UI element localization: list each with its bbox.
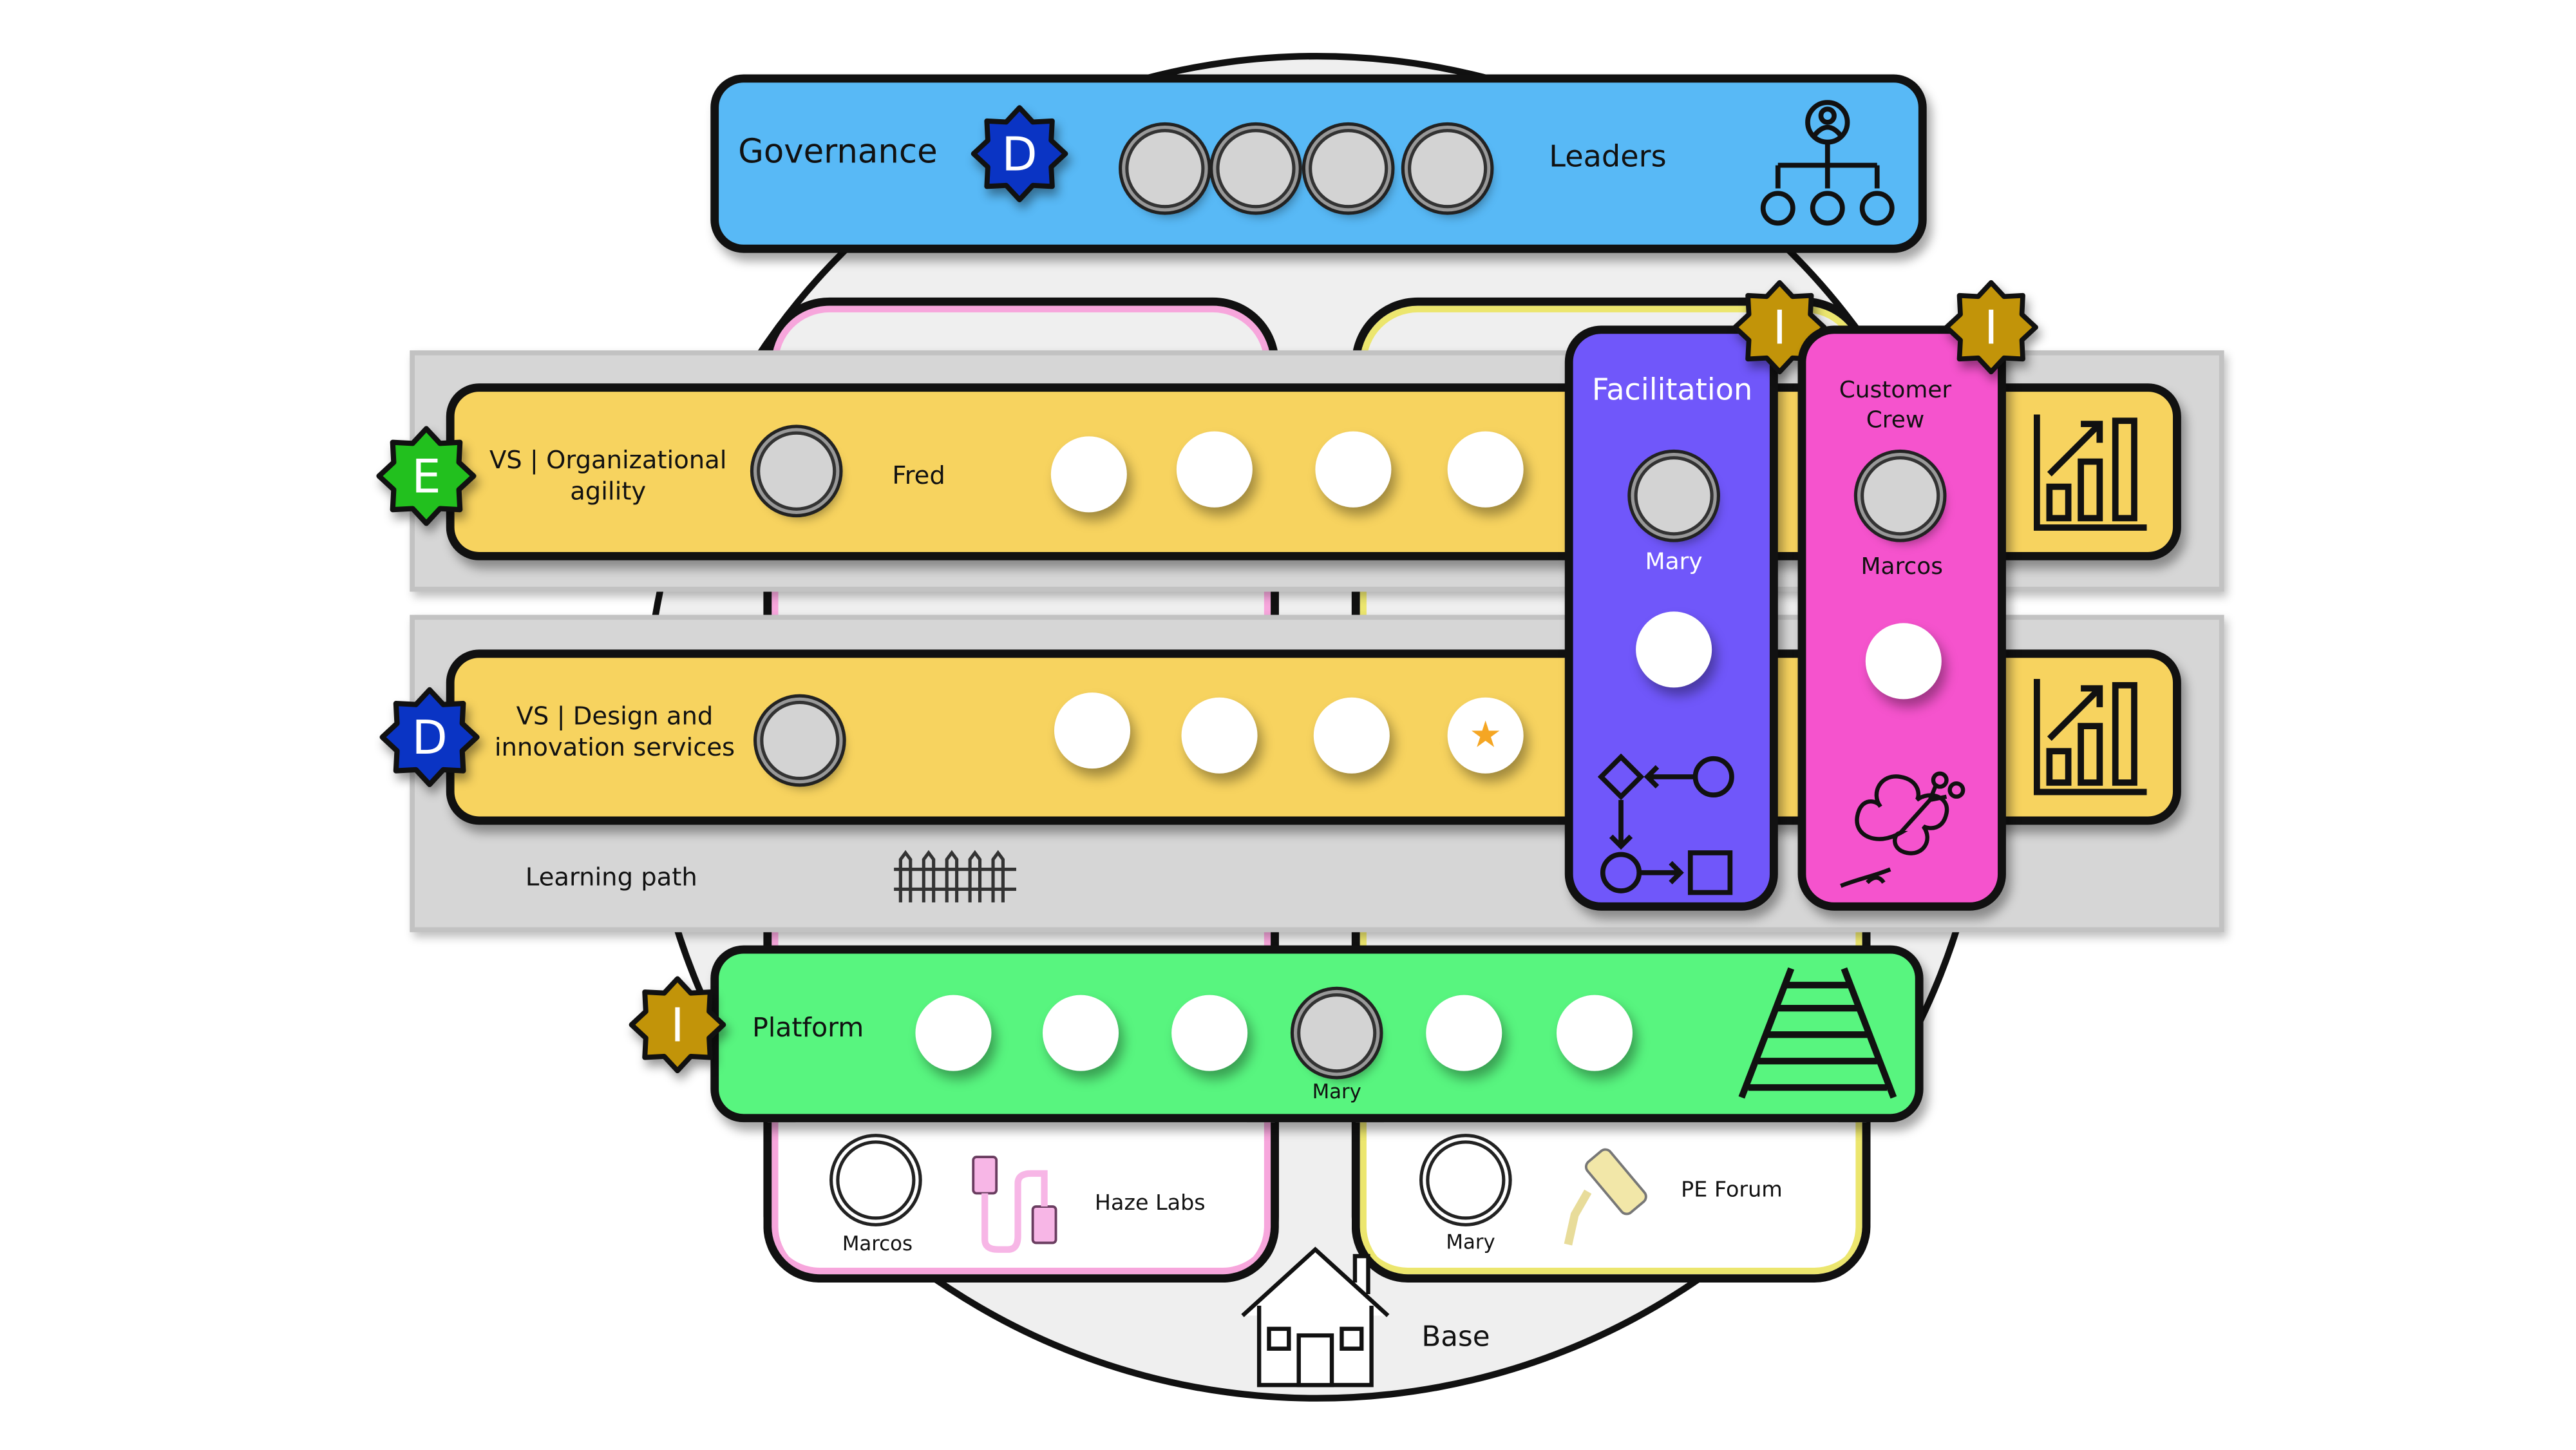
- open-slot[interactable]: [1181, 697, 1258, 774]
- value-stream-label: VS | Design and innovation services: [494, 701, 735, 762]
- member-avatar[interactable]: [1634, 456, 1714, 536]
- platform-label: Platform: [752, 1011, 864, 1044]
- lead-avatar[interactable]: [760, 700, 840, 781]
- member-name: Mary: [1645, 549, 1703, 576]
- member-avatar[interactable]: [836, 1140, 916, 1220]
- value-stream-label: VS | Organizational agility: [489, 444, 727, 506]
- bar-chart-growth-icon: [2027, 408, 2153, 534]
- customer-crew-badge: I: [1937, 272, 2045, 381]
- community-name: PE Forum: [1681, 1178, 1783, 1203]
- leader-avatar[interactable]: [1216, 129, 1296, 209]
- open-slot[interactable]: [915, 995, 992, 1071]
- learning-path-label: Learning path: [525, 862, 697, 892]
- governance-badge: D: [963, 97, 1075, 209]
- badge-letter: D: [1001, 126, 1037, 181]
- value-stream-badge: D: [372, 680, 488, 796]
- lead-name: Fred: [892, 460, 945, 491]
- open-slot[interactable]: [1313, 697, 1390, 774]
- hibiscus-icon: [1840, 771, 1965, 888]
- community-name: Haze Labs: [1094, 1191, 1206, 1217]
- leader-avatar[interactable]: [1309, 129, 1388, 209]
- facilitation-title: Facilitation: [1591, 373, 1753, 408]
- customer-crew-team[interactable]: [1797, 325, 2006, 911]
- open-slot[interactable]: [1556, 995, 1633, 1071]
- member-name: Mary: [1312, 1080, 1361, 1103]
- customer-crew-title: Customer Crew: [1839, 377, 1952, 434]
- member-name: Marcos: [842, 1232, 913, 1255]
- flowchart-icon: [1598, 754, 1734, 895]
- value-stream-badge: E: [368, 418, 484, 534]
- bar-chart-growth-icon: [2027, 673, 2153, 798]
- org-chart-icon: [1760, 100, 1895, 226]
- member-name: Mary: [1446, 1230, 1495, 1254]
- open-slot[interactable]: [1426, 995, 1502, 1071]
- badge-letter: I: [1772, 300, 1786, 355]
- open-slot[interactable]: [1054, 692, 1131, 769]
- usb-cable-icon: [972, 1156, 1057, 1253]
- open-slot[interactable]: [1171, 995, 1248, 1071]
- governance-label: Governance: [738, 131, 938, 171]
- governance-bar[interactable]: [710, 74, 1927, 253]
- member-avatar[interactable]: [1297, 993, 1377, 1073]
- open-slot[interactable]: [1315, 431, 1392, 508]
- badge-letter: E: [412, 448, 441, 504]
- facilitation-badge: I: [1725, 272, 1834, 381]
- open-slot[interactable]: [1176, 431, 1253, 508]
- base-label: Base: [1421, 1321, 1490, 1355]
- badge-letter: I: [670, 997, 685, 1053]
- badge-letter: I: [1984, 300, 1998, 355]
- open-slot[interactable]: [1447, 431, 1524, 508]
- open-slot[interactable]: [1865, 623, 1942, 700]
- badge-letter: D: [412, 710, 448, 765]
- member-name: Marcos: [1861, 554, 1943, 581]
- member-avatar[interactable]: [1861, 456, 1940, 536]
- open-slot[interactable]: [1050, 436, 1127, 513]
- house-icon: [1241, 1246, 1390, 1388]
- leader-avatar[interactable]: [1408, 129, 1488, 209]
- member-avatar[interactable]: [1426, 1140, 1506, 1220]
- open-slot[interactable]: [1043, 995, 1119, 1071]
- fence-icon: [894, 850, 1016, 902]
- paint-roller-icon: [1564, 1148, 1647, 1246]
- leaders-label: Leaders: [1549, 140, 1667, 175]
- railway-track-icon: [1738, 967, 1897, 1099]
- lead-avatar[interactable]: [757, 431, 837, 511]
- leader-avatar[interactable]: [1125, 129, 1205, 209]
- open-slot[interactable]: [1636, 611, 1712, 688]
- platform-badge: I: [621, 969, 734, 1081]
- shooting-star-icon[interactable]: ★: [1447, 697, 1524, 774]
